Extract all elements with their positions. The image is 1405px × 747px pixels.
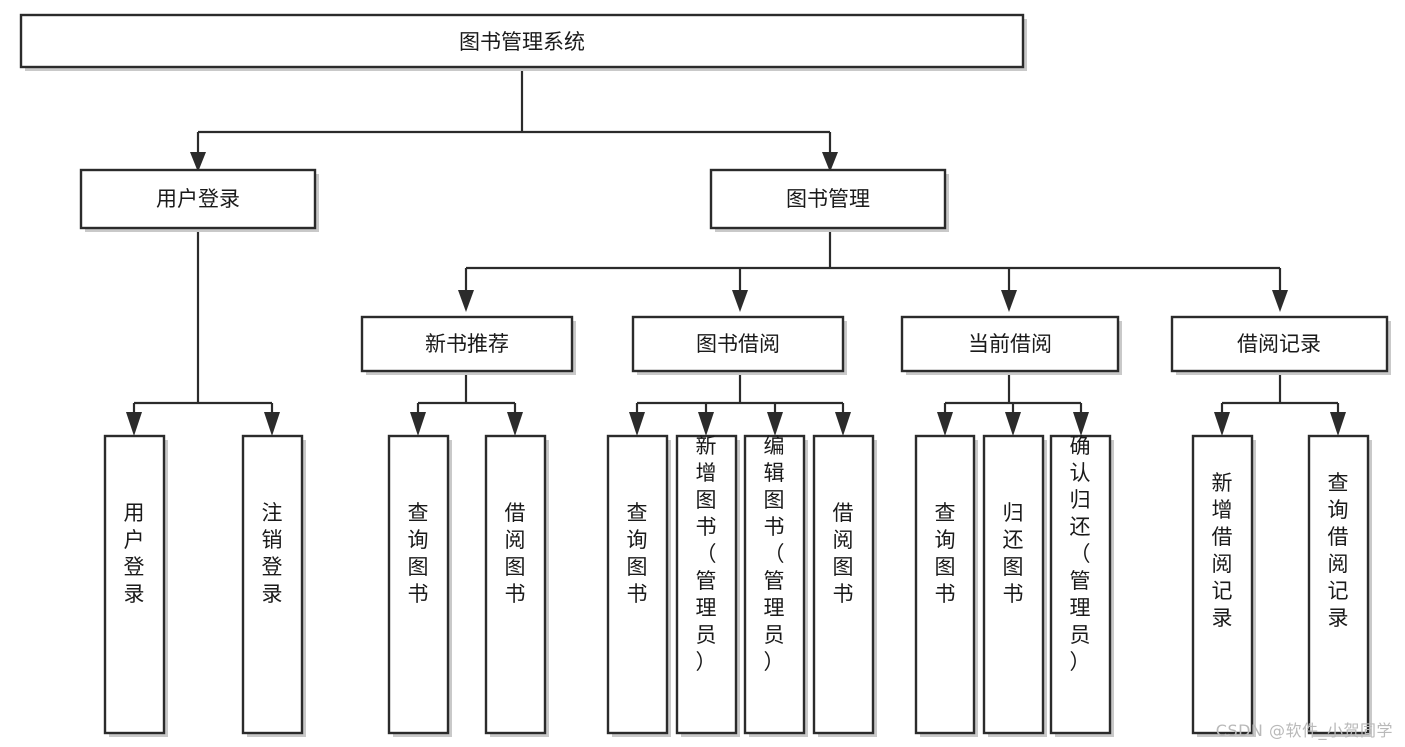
leaf-logout-box[interactable] <box>241 434 304 735</box>
arrow-head-br-leaf1 <box>1214 412 1230 436</box>
connector-group-root-to-level2 <box>190 69 838 172</box>
node-new-book-label: 新书推荐 <box>425 332 509 356</box>
connector-group-book-borrow-to-leaves <box>629 375 851 436</box>
arrow-head-br-leaf2 <box>1330 412 1346 436</box>
node-current-borrow[interactable]: 当前借阅 <box>900 315 1122 375</box>
leaf-bb-edit-label: 编辑图书（管理员） <box>764 434 785 674</box>
leaf-bb-add-box[interactable] <box>675 434 738 735</box>
leaf-node-bb-add[interactable]: 新增图书（管理员） <box>675 434 740 737</box>
node-current-borrow-label: 当前借阅 <box>968 332 1052 356</box>
leaf-node-br-query[interactable]: 查询借阅记录 <box>1307 434 1372 737</box>
node-root-label: 图书管理系统 <box>459 30 585 54</box>
leaf-bb-borrow-box[interactable] <box>812 434 875 735</box>
arrow-head-bb-leaf3 <box>767 412 783 436</box>
arrow-head-cb-leaf2 <box>1005 412 1021 436</box>
leaf-node-cb-query[interactable]: 查询图书 <box>914 434 978 737</box>
node-book-borrow-label: 图书借阅 <box>696 332 780 356</box>
arrow-head-bb-leaf2 <box>698 412 714 436</box>
connector-group-user-login-to-leaves <box>126 232 280 436</box>
arrow-head-book-borrow <box>732 290 748 312</box>
leaf-node-cb-return[interactable]: 归还图书 <box>982 434 1047 737</box>
leaf-node-bb-edit[interactable]: 编辑图书（管理员） <box>743 434 808 737</box>
connector-group-borrow-record-to-leaves <box>1214 375 1346 436</box>
leaf-node-bb-borrow[interactable]: 借阅图书 <box>812 434 877 737</box>
leaf-cb-confirm-box[interactable] <box>1049 434 1112 735</box>
leaf-bb-add-label: 新增图书（管理员） <box>696 434 717 674</box>
arrow-head-leaf-logout <box>264 412 280 436</box>
arrow-head-bb-leaf1 <box>629 412 645 436</box>
node-root[interactable]: 图书管理系统 <box>19 13 1027 71</box>
arrow-head-leaf-user-login <box>126 412 142 436</box>
leaf-bb-edit-box[interactable] <box>743 434 806 735</box>
node-borrow-record-label: 借阅记录 <box>1237 332 1321 356</box>
leaf-user-login-box[interactable] <box>103 434 166 735</box>
leaf-user-login-label: 用户登录 <box>124 501 145 606</box>
connector-group-current-borrow-to-leaves <box>937 375 1089 436</box>
arrow-head-cb-leaf1 <box>937 412 953 436</box>
arrow-head-borrow-record <box>1272 290 1288 312</box>
leaf-br-add-box[interactable] <box>1191 434 1254 735</box>
leaf-node-br-add[interactable]: 新增借阅记录 <box>1191 434 1256 737</box>
leaf-bb-borrow-label: 借阅图书 <box>833 501 854 606</box>
leaf-logout-label: 注销登录 <box>262 501 283 606</box>
leaf-node-user-login-login[interactable]: 用户登录 <box>103 434 168 737</box>
leaf-cb-return-label: 归还图书 <box>1003 501 1024 606</box>
node-borrow-record-box[interactable] <box>1170 315 1389 373</box>
leaf-node-cb-confirm[interactable]: 确认归还（管理员） <box>1049 434 1114 737</box>
arrow-head-nb-leaf1 <box>410 412 426 436</box>
leaf-node-bb-query[interactable]: 查询图书 <box>606 434 671 737</box>
leaf-br-query-box[interactable] <box>1307 434 1370 735</box>
arrow-head-book-manage <box>822 152 838 172</box>
node-book-borrow-box[interactable] <box>631 315 845 373</box>
leaf-nb-query-box[interactable] <box>387 434 450 735</box>
leaf-node-new-book-borrow[interactable]: 借阅图书 <box>484 434 549 737</box>
leaf-node-new-book-query[interactable]: 查询图书 <box>387 434 452 737</box>
leaf-nb-query-label: 查询图书 <box>408 501 429 606</box>
node-new-book-box[interactable] <box>360 315 574 373</box>
node-book-manage[interactable]: 图书管理 <box>709 168 949 232</box>
node-book-borrow[interactable]: 图书借阅 <box>631 315 847 375</box>
connector-group-book-manage-to-level3 <box>458 232 1288 312</box>
leaf-nb-borrow-box[interactable] <box>484 434 547 735</box>
arrow-head-user-login <box>190 152 206 172</box>
leaf-bb-query-label: 查询图书 <box>627 501 648 606</box>
node-user-login-box[interactable] <box>79 168 317 230</box>
leaf-cb-query-label: 查询图书 <box>935 501 956 606</box>
leaf-br-add-label: 新增借阅记录 <box>1212 471 1233 630</box>
arrow-head-cb-leaf3 <box>1073 412 1089 436</box>
arrow-head-new-book <box>458 290 474 312</box>
node-user-login[interactable]: 用户登录 <box>79 168 319 232</box>
arrow-head-current-borrow <box>1001 290 1017 312</box>
node-new-book-recommend[interactable]: 新书推荐 <box>360 315 576 375</box>
leaf-bb-query-box[interactable] <box>606 434 669 735</box>
node-book-manage-box[interactable] <box>709 168 947 230</box>
node-root-box[interactable] <box>19 13 1025 69</box>
node-borrow-record[interactable]: 借阅记录 <box>1170 315 1391 375</box>
node-current-borrow-box[interactable] <box>900 315 1120 373</box>
arrow-head-nb-leaf2 <box>507 412 523 436</box>
leaf-cb-query-box[interactable] <box>914 434 976 735</box>
connector-group-new-book-to-leaves <box>410 375 523 436</box>
leaf-cb-return-box[interactable] <box>982 434 1045 735</box>
leaf-node-user-login-logout[interactable]: 注销登录 <box>241 434 306 737</box>
node-user-login-label: 用户登录 <box>156 187 240 211</box>
leaf-nb-borrow-label: 借阅图书 <box>505 501 526 606</box>
arrow-head-bb-leaf4 <box>835 412 851 436</box>
node-book-manage-label: 图书管理 <box>786 187 870 211</box>
leaf-br-query-label: 查询借阅记录 <box>1328 471 1349 630</box>
leaf-cb-confirm-label: 确认归还（管理员） <box>1070 434 1091 674</box>
